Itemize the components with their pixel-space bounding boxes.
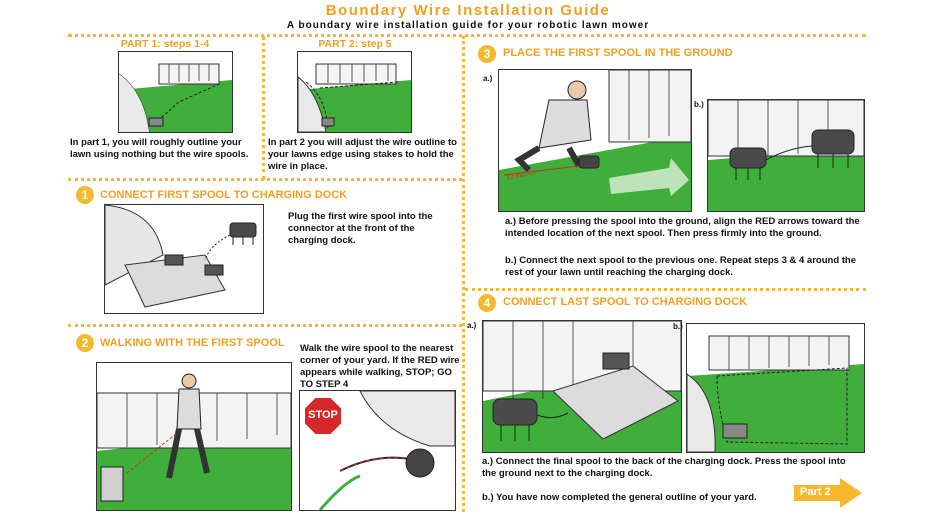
divider-step1-2 — [68, 324, 462, 327]
step4-text-a: a.) Connect the final spool to the back … — [482, 456, 846, 479]
part1-illustration — [118, 51, 233, 133]
page-subtitle: A boundary wire installation guide for y… — [286, 20, 650, 31]
divider-center — [462, 36, 465, 512]
step3-text-a: a.) Before pressing the spool into the g… — [505, 216, 860, 239]
part2-heading: PART 2: step 5 — [318, 38, 392, 50]
step4-illustration-b — [686, 323, 865, 453]
step2-illustration-walk — [96, 362, 292, 511]
stop-sign-label: STOP — [308, 409, 338, 421]
step4-illustration-a — [482, 320, 682, 453]
step3-heading: PLACE THE FIRST SPOOL IN THE GROUND — [503, 47, 733, 59]
step2-text: Walk the wire spool to the nearest corne… — [300, 343, 460, 390]
step4-badge: 4 — [478, 294, 496, 312]
step2-heading: WALKING WITH THE FIRST SPOOL — [100, 337, 285, 349]
next-part-button[interactable]: Part 2 — [794, 478, 862, 508]
next-arrow-icon — [794, 478, 862, 508]
part2-text: In part 2 you will adjust the wire outli… — [268, 137, 457, 172]
divider-top — [68, 34, 866, 37]
step1-text: Plug the first wire spool into the conne… — [288, 211, 433, 246]
step1-badge: 1 — [76, 186, 94, 204]
step4-text-b: b.) You have now completed the general o… — [482, 492, 757, 503]
step4-label-a: a.) — [467, 321, 477, 330]
step3-text-b: b.) Connect the next spool to the previo… — [505, 255, 857, 278]
step4-label-b: b.) — [673, 322, 683, 331]
step1-heading: CONNECT FIRST SPOOL TO CHARGING DOCK — [100, 189, 348, 201]
step4-heading: CONNECT LAST SPOOL TO CHARGING DOCK — [503, 296, 748, 308]
step3-illustration-b — [707, 99, 865, 212]
step1-illustration — [104, 204, 264, 314]
stop-sign-icon: STOP — [303, 396, 343, 436]
divider-after-parts — [68, 178, 462, 181]
step3-badge: 3 — [478, 45, 496, 63]
divider-part-split — [262, 36, 265, 180]
part1-heading: PART 1: steps 1-4 — [120, 38, 210, 50]
next-part-label: Part 2 — [800, 486, 831, 498]
part1-text: In part 1, you will roughly outline your… — [70, 137, 249, 160]
part2-illustration — [297, 51, 412, 133]
step3-label-b: b.) — [694, 100, 704, 109]
step2-badge: 2 — [76, 334, 94, 352]
divider-step3-4 — [465, 288, 866, 291]
page-title: Boundary Wire Installation Guide — [325, 2, 611, 19]
step3-label-a: a.) — [483, 74, 493, 83]
step3-illustration-a — [498, 69, 692, 212]
